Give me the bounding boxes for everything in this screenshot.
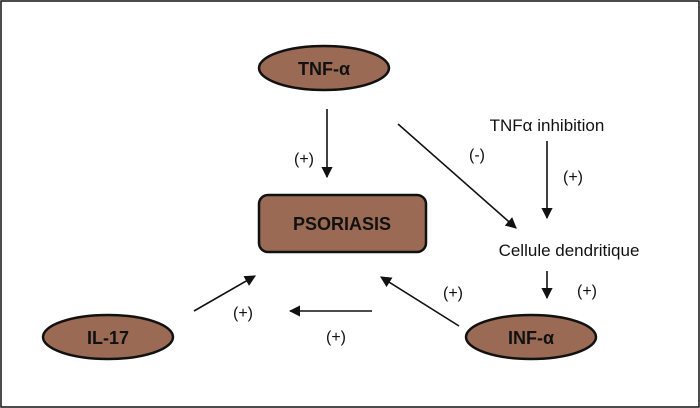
edge-label-tnf-psoriasis: (+) — [294, 151, 314, 168]
inf-alpha-ellipse — [464, 313, 598, 361]
edge-label-inf-il17: (+) — [326, 329, 346, 346]
psoriasis-label: PSORIASIS — [293, 214, 391, 234]
arrow-il17-to-psoriasis — [193, 275, 256, 312]
edge-label-tnf-cellule: (-) — [469, 147, 485, 164]
tnf-alpha-ellipse — [257, 44, 391, 92]
tnf-alpha-node: TNF-α — [257, 44, 391, 92]
edge-label-il17-psoriasis: (+) — [233, 305, 253, 322]
arrow-inf-to-psoriasis — [380, 276, 460, 327]
inf-alpha-label: INF-α — [508, 328, 554, 348]
tnf-inhibition-label: TNFα inhibition — [490, 116, 605, 135]
psoriasis-box — [257, 193, 428, 254]
edge-label-cellule-inf: (+) — [577, 283, 597, 300]
il17-ellipse — [41, 313, 175, 361]
arrow-tnf-to-cellule — [397, 123, 517, 229]
il17-label: IL-17 — [87, 328, 129, 348]
psoriasis-node: PSORIASIS — [257, 193, 428, 254]
tnf-alpha-label: TNF-α — [298, 59, 350, 79]
edge-label-inhibition-cellule: (+) — [563, 169, 583, 186]
edge-label-inf-psoriasis: (+) — [443, 285, 463, 302]
il17-node: IL-17 — [41, 313, 175, 361]
cellule-dendritique-label: Cellule dendritique — [499, 241, 640, 260]
inf-alpha-node: INF-α — [464, 313, 598, 361]
